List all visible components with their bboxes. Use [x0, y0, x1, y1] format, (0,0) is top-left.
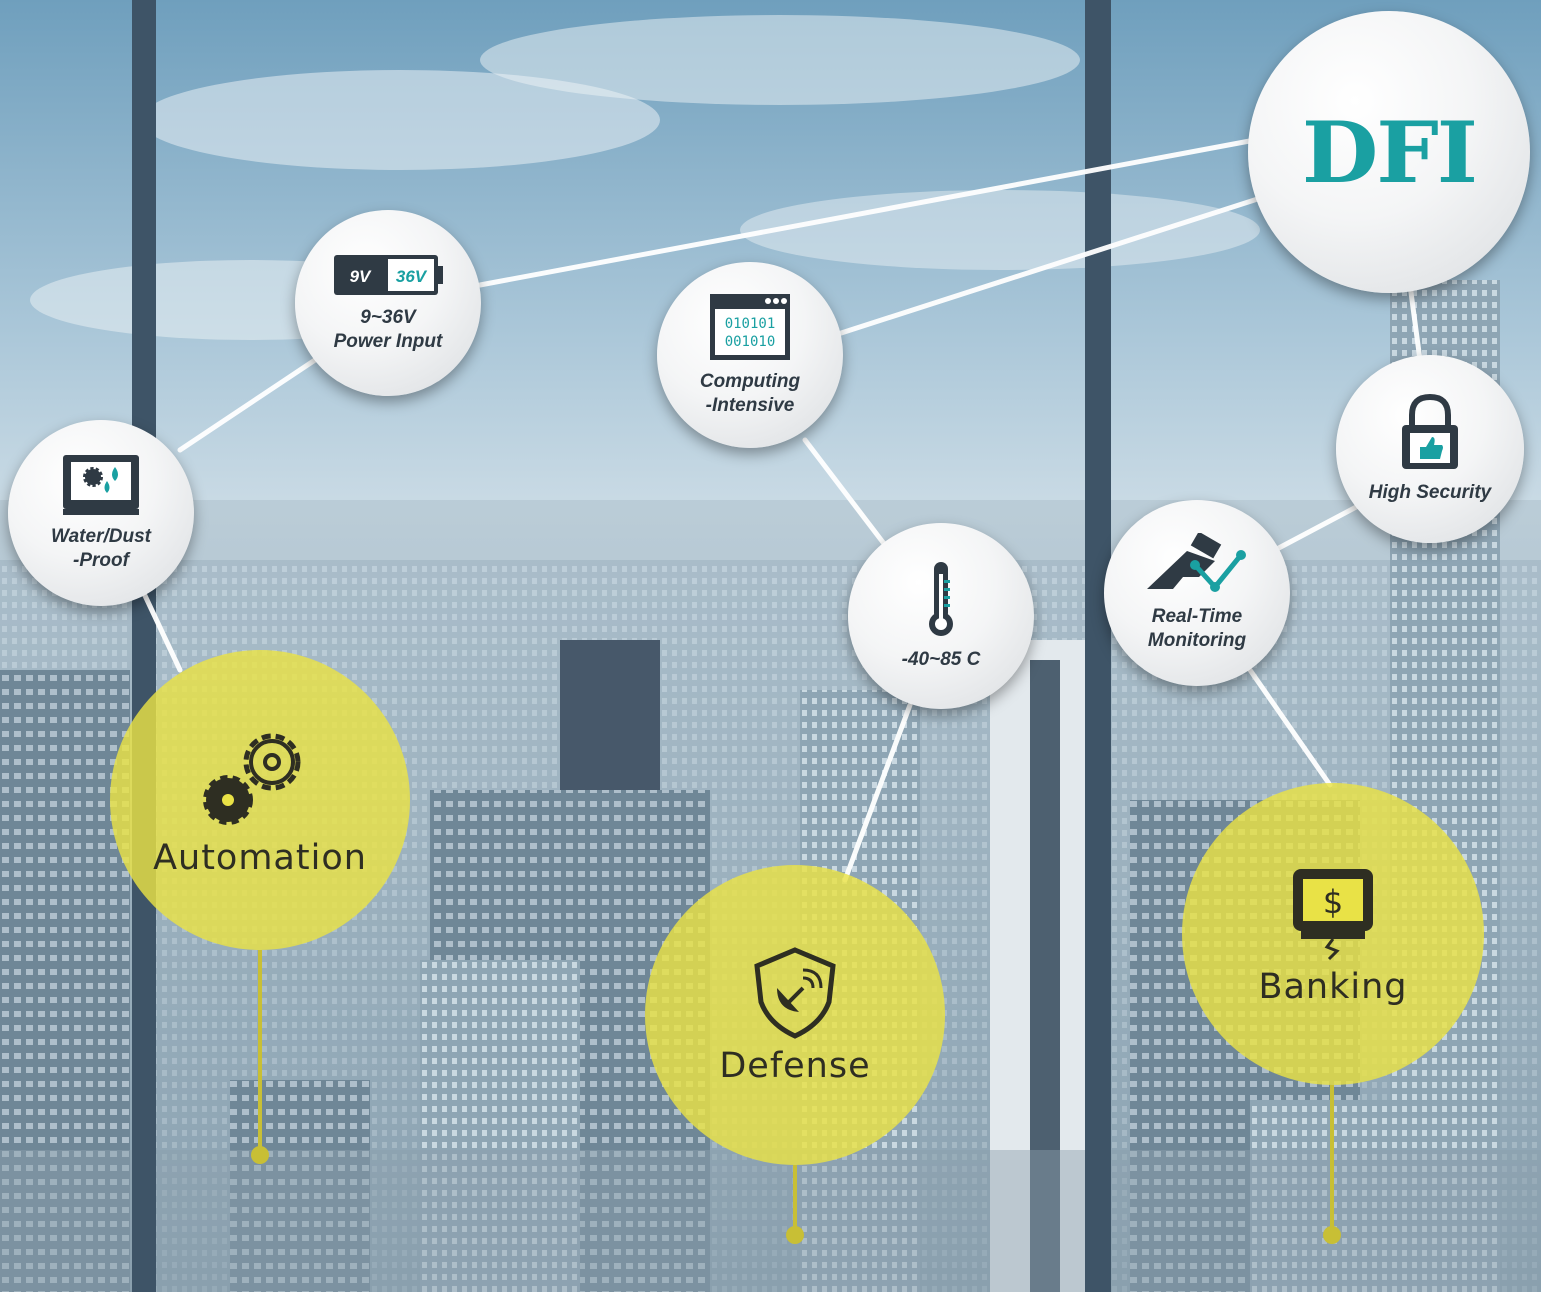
dfi-logo-node: DFI — [1248, 11, 1530, 293]
link-power-water — [177, 357, 318, 453]
link-logo-security — [1407, 282, 1423, 363]
feature-high-security: High Security — [1336, 355, 1524, 543]
link-logo-power — [477, 137, 1258, 288]
link-temp-defense — [842, 702, 913, 883]
stem-dot-defense — [786, 1226, 804, 1244]
application-label: Banking — [1258, 967, 1408, 1007]
feature-label: Computing -Intensive — [699, 371, 801, 416]
feature-water-dust-proof: Water/Dust -Proof — [8, 420, 194, 606]
radar-shield-icon — [754, 947, 836, 1039]
svg-text:010101: 010101 — [725, 316, 776, 332]
link-security-monitoring — [1272, 502, 1363, 553]
gears-icon — [203, 733, 301, 825]
application-label: Defense — [719, 1046, 871, 1086]
feature-computing-intensive: 010101 001010 Computing -Intensive — [657, 262, 843, 448]
padlock-thumbs-up-icon — [1402, 393, 1458, 469]
svg-text:9V: 9V — [350, 267, 372, 286]
svg-text:001010: 001010 — [725, 334, 776, 350]
svg-text:36V: 36V — [396, 267, 428, 286]
monitoring-chart-icon — [1147, 533, 1246, 592]
dfi-logo: DFI — [1301, 102, 1478, 202]
stem-dot-banking — [1323, 1226, 1341, 1244]
stem-dot-automation — [251, 1146, 269, 1164]
feature-label: 9~36V Power Input — [333, 307, 443, 352]
monitor-water-icon — [63, 455, 139, 515]
feature-temperature-range: -40~85 C — [848, 523, 1034, 709]
link-water-automation — [137, 582, 183, 673]
feature-label: Water/Dust -Proof — [51, 526, 151, 571]
application-defense: Defense — [645, 865, 945, 1165]
link-logo-computing — [832, 192, 1273, 338]
application-banking: $ Banking — [1182, 783, 1484, 1085]
battery-icon: 9V 36V — [334, 255, 443, 295]
link-monitoring-banking — [1247, 667, 1333, 788]
feature-label: High Security — [1368, 482, 1492, 503]
feature-real-time-monitoring: Real-Time Monitoring — [1104, 500, 1290, 686]
money-kiosk-icon: $ — [1293, 869, 1373, 961]
feature-label: -40~85 C — [901, 649, 981, 670]
feature-power-input: 9V 36V 9~36V Power Input — [295, 210, 481, 396]
thermometer-icon — [929, 562, 953, 636]
dollar-symbol: $ — [1323, 883, 1343, 921]
application-label: Automation — [153, 838, 367, 878]
application-automation: Automation — [110, 650, 410, 950]
feature-label: Real-Time Monitoring — [1147, 606, 1247, 651]
binary-window-icon: 010101 001010 — [710, 294, 790, 360]
link-computing-temp — [802, 437, 888, 548]
